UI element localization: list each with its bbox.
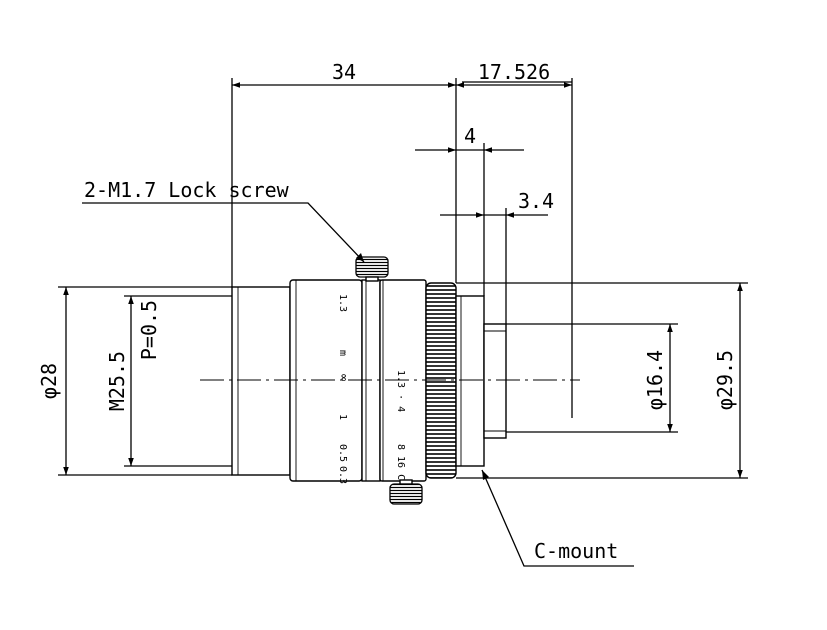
- dim-34-label: 34: [332, 60, 356, 84]
- dim-thread: M25.5 P=0.5: [105, 295, 232, 467]
- ring-markings: 1.3 m ∞ 1 0.5 0.3 1.3 · 4 8 16 C: [337, 294, 406, 484]
- lock-screw-top: [355, 256, 389, 282]
- lock-screw-bottom: [389, 479, 423, 505]
- marking-m: m: [337, 350, 348, 356]
- dim-phi164-label: φ16.4: [643, 350, 667, 410]
- marking-aperture: 1.3: [337, 294, 348, 312]
- dim-thread-label: M25.5: [105, 351, 129, 411]
- c-mount-thread: [483, 323, 507, 439]
- lock-screw-label: 2-M1.7 Lock screw: [84, 178, 290, 202]
- dim-phi28: φ28: [37, 286, 232, 476]
- dim-pitch-label: P=0.5: [137, 300, 161, 360]
- dim-phi164: φ16.4: [506, 323, 678, 433]
- front-barrel: [231, 286, 291, 476]
- rear-flange: [455, 295, 485, 467]
- dim-phi28-label: φ28: [37, 363, 61, 399]
- dim-34b-label: 3.4: [518, 189, 554, 213]
- dim-4-label: 4: [464, 124, 476, 148]
- dim-phi295: φ29.5: [456, 282, 748, 479]
- dim-34: 34: [231, 60, 457, 287]
- callout-c-mount: C-mount: [481, 469, 634, 567]
- c-mount-label: C-mount: [534, 539, 618, 563]
- marking-05: 0.5: [337, 444, 348, 462]
- marking-03: 0.3: [337, 466, 348, 484]
- marking-iris: 1.3 · 4: [395, 370, 406, 412]
- marking-iris-2: 8 16 C: [395, 444, 406, 480]
- dim-phi295-label: φ29.5: [713, 350, 737, 410]
- dim-17526: 17.526: [456, 60, 573, 340]
- marking-infinity: ∞: [337, 374, 351, 381]
- dim-17526-label: 17.526: [478, 60, 550, 84]
- callout-lock-screw: 2-M1.7 Lock screw: [82, 178, 365, 263]
- dim-4: 4: [415, 124, 524, 296]
- dim-34b: 3.4: [440, 189, 554, 324]
- marking-1: 1: [337, 414, 348, 420]
